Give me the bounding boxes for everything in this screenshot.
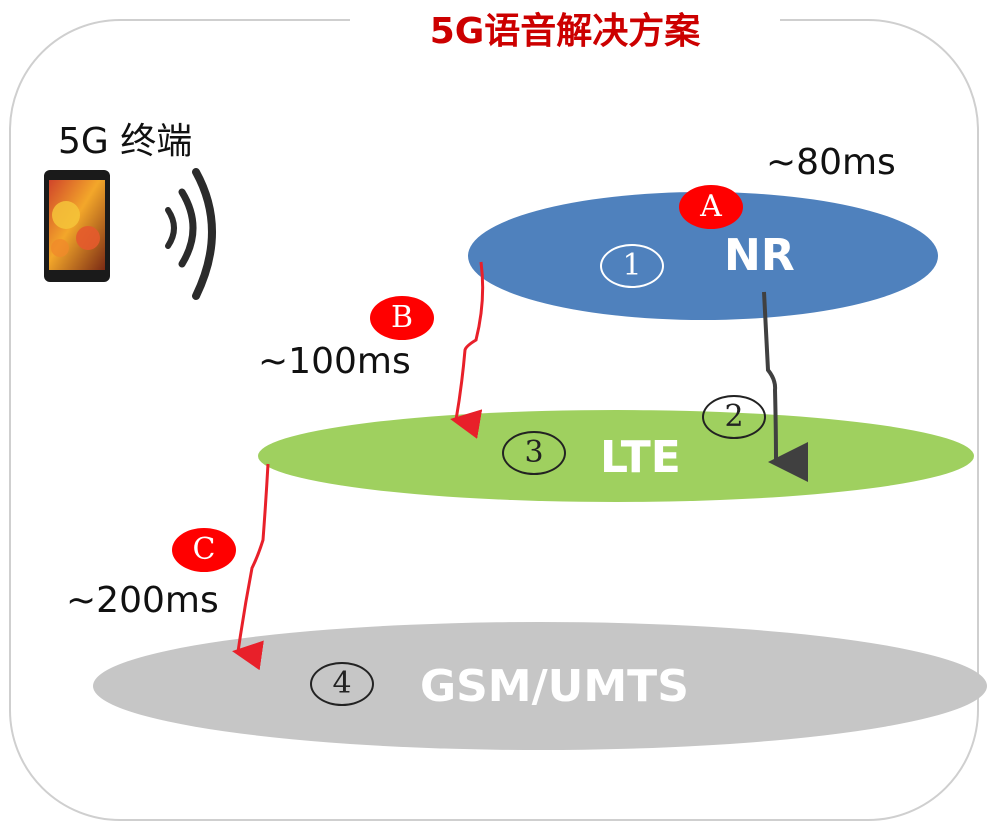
badge-c: C <box>172 528 236 572</box>
badge-a: A <box>679 185 743 229</box>
step-number-1: 1 <box>600 244 664 288</box>
latency-c: ~200ms <box>66 580 219 621</box>
nr-ellipse <box>468 192 938 320</box>
arrow-nr-fallback <box>762 291 809 482</box>
arrow-lte-to-gsm <box>232 463 270 671</box>
device-label: 5G 终端 <box>58 121 193 162</box>
gsm-umts-ellipse <box>93 622 987 750</box>
badge-b: B <box>370 296 434 340</box>
arrow-nr-to-lte <box>450 261 485 439</box>
network-label-nr: NR <box>724 230 795 281</box>
signal-waves-icon <box>165 168 216 300</box>
network-label-gsm-umts: GSM/UMTS <box>420 661 689 712</box>
step-number-3: 3 <box>502 431 566 475</box>
network-label-lte: LTE <box>600 432 681 483</box>
diagram-title: 5G语音解决方案 <box>350 8 780 56</box>
latency-b: ~100ms <box>258 341 411 382</box>
phone-icon <box>44 170 110 282</box>
latency-a: ~80ms <box>766 142 896 183</box>
step-number-2: 2 <box>702 395 766 439</box>
step-number-4: 4 <box>310 662 374 706</box>
